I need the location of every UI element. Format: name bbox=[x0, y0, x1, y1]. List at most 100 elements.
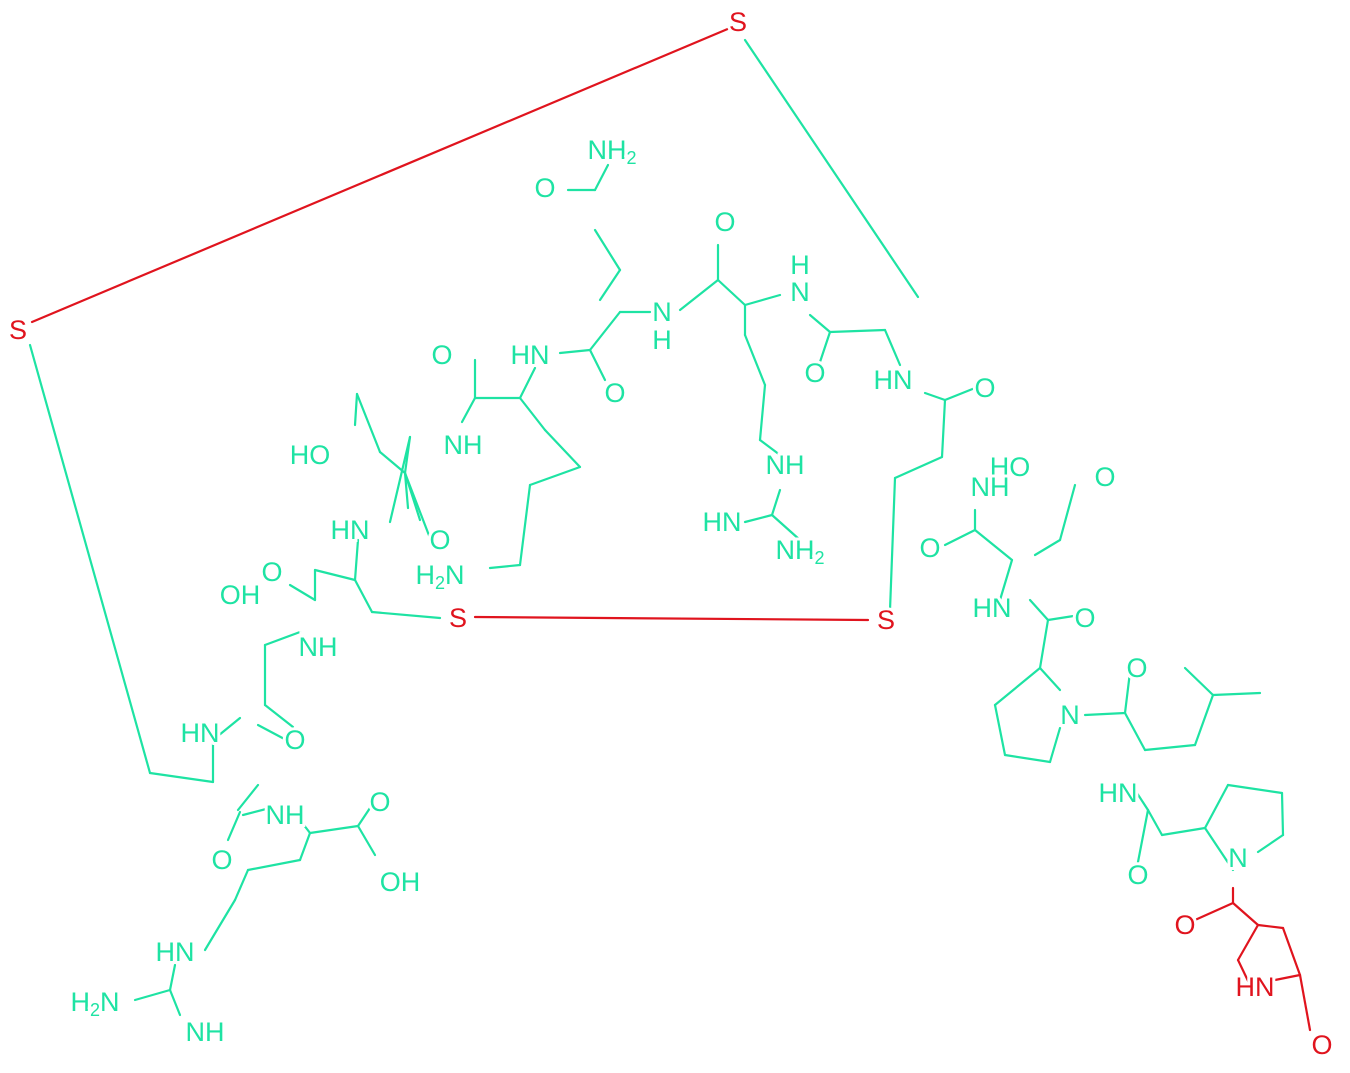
bond bbox=[298, 818, 312, 835]
bond bbox=[588, 310, 622, 352]
bond bbox=[28, 343, 152, 775]
bond bbox=[263, 703, 295, 729]
bond bbox=[353, 578, 374, 614]
bond bbox=[353, 392, 359, 427]
atom-label-ho: HO bbox=[990, 452, 1031, 482]
bond bbox=[388, 435, 412, 524]
bond-highlight bbox=[1256, 923, 1285, 930]
bond bbox=[943, 386, 977, 402]
bond-highlight bbox=[473, 615, 870, 622]
bond bbox=[403, 471, 432, 540]
atom-label-hn: HN bbox=[331, 515, 370, 545]
bond bbox=[743, 38, 920, 299]
atom-label-hn: HN bbox=[156, 937, 195, 967]
atom-label-o: O bbox=[919, 533, 940, 563]
atom-label-o: O bbox=[211, 845, 232, 875]
bond bbox=[1028, 598, 1050, 622]
atom-label-o: O bbox=[1311, 1030, 1332, 1060]
bond bbox=[808, 313, 832, 334]
atom-label-o: O bbox=[261, 557, 282, 587]
atom-label-o: O bbox=[284, 725, 305, 755]
bond bbox=[593, 228, 622, 272]
bond bbox=[1046, 613, 1082, 622]
bond bbox=[353, 538, 360, 582]
bond bbox=[758, 438, 782, 457]
atom-label-s: S bbox=[9, 315, 27, 345]
atom-label-nh: NH bbox=[299, 632, 338, 662]
bond bbox=[226, 810, 242, 842]
atom-label-nh: NH bbox=[186, 1017, 225, 1047]
bond-highlight bbox=[30, 26, 732, 324]
bond bbox=[168, 963, 177, 992]
bond bbox=[263, 630, 302, 647]
bond bbox=[743, 293, 782, 307]
bond bbox=[940, 398, 947, 459]
bond bbox=[1038, 666, 1062, 692]
bond bbox=[1143, 743, 1197, 752]
bond bbox=[818, 330, 832, 364]
atom-label-n: N bbox=[1060, 700, 1080, 730]
bond bbox=[943, 528, 977, 547]
bond bbox=[888, 476, 897, 612]
bond bbox=[1193, 693, 1215, 747]
bond bbox=[1048, 726, 1062, 764]
atom-label-s: S bbox=[729, 7, 747, 37]
atom-label-s: S bbox=[877, 605, 895, 635]
atom-label-nh: NH bbox=[266, 800, 305, 830]
bond bbox=[148, 771, 215, 784]
bond bbox=[378, 450, 407, 475]
bond bbox=[233, 868, 250, 902]
bond-highlight bbox=[1281, 926, 1302, 977]
atom-label-n: N bbox=[652, 297, 672, 327]
bond bbox=[998, 558, 1014, 602]
bond bbox=[770, 488, 782, 517]
bond bbox=[528, 465, 582, 487]
atom-label-h: H bbox=[790, 250, 810, 280]
atom-label-s: S bbox=[449, 603, 467, 633]
bond-highlight bbox=[1231, 901, 1260, 927]
bond-highlight bbox=[1236, 958, 1252, 987]
atom-label-hn: HN bbox=[874, 365, 913, 395]
atom-label-oh: OH bbox=[380, 867, 421, 897]
bond bbox=[743, 513, 774, 524]
bond bbox=[883, 328, 902, 367]
bond bbox=[488, 563, 522, 570]
bond bbox=[1256, 833, 1285, 854]
atom-label-oh: OH bbox=[220, 580, 261, 610]
bond bbox=[133, 988, 172, 1002]
atom-label-o: O bbox=[604, 378, 625, 408]
atom-label-h: H2N bbox=[70, 987, 119, 1020]
bond bbox=[1183, 666, 1215, 697]
bond bbox=[1203, 783, 1230, 830]
bond bbox=[678, 278, 720, 312]
atom-label-o: O bbox=[429, 525, 450, 555]
atom-label-hn: HN bbox=[973, 593, 1012, 623]
atom-label-nh: NH2 bbox=[775, 535, 824, 568]
bond bbox=[770, 513, 802, 542]
atom-label-o: O bbox=[369, 787, 390, 817]
atom-label-hn: HN bbox=[703, 507, 742, 537]
atom-label-n: N bbox=[1228, 843, 1248, 873]
bond bbox=[893, 455, 944, 480]
bond bbox=[241, 806, 272, 817]
bond bbox=[313, 568, 357, 582]
bond bbox=[593, 163, 610, 192]
bond bbox=[758, 383, 767, 442]
bond bbox=[356, 824, 377, 857]
atom-label-hn: HN bbox=[1236, 972, 1275, 1002]
atom-label-nh: NH2 bbox=[587, 135, 636, 168]
bond bbox=[1123, 670, 1132, 715]
atom-label-o: O bbox=[804, 358, 825, 388]
bond bbox=[256, 723, 292, 744]
bond bbox=[1280, 791, 1285, 837]
bond bbox=[598, 268, 622, 302]
bond bbox=[403, 471, 410, 510]
bond bbox=[355, 392, 382, 454]
bonds-disulfide-and-pyroglutamate bbox=[30, 26, 1312, 1032]
bond bbox=[558, 348, 592, 355]
atom-label-h: H bbox=[652, 325, 672, 355]
bond-highlight bbox=[1298, 973, 1312, 1032]
atom-label-o: O bbox=[1127, 860, 1148, 890]
